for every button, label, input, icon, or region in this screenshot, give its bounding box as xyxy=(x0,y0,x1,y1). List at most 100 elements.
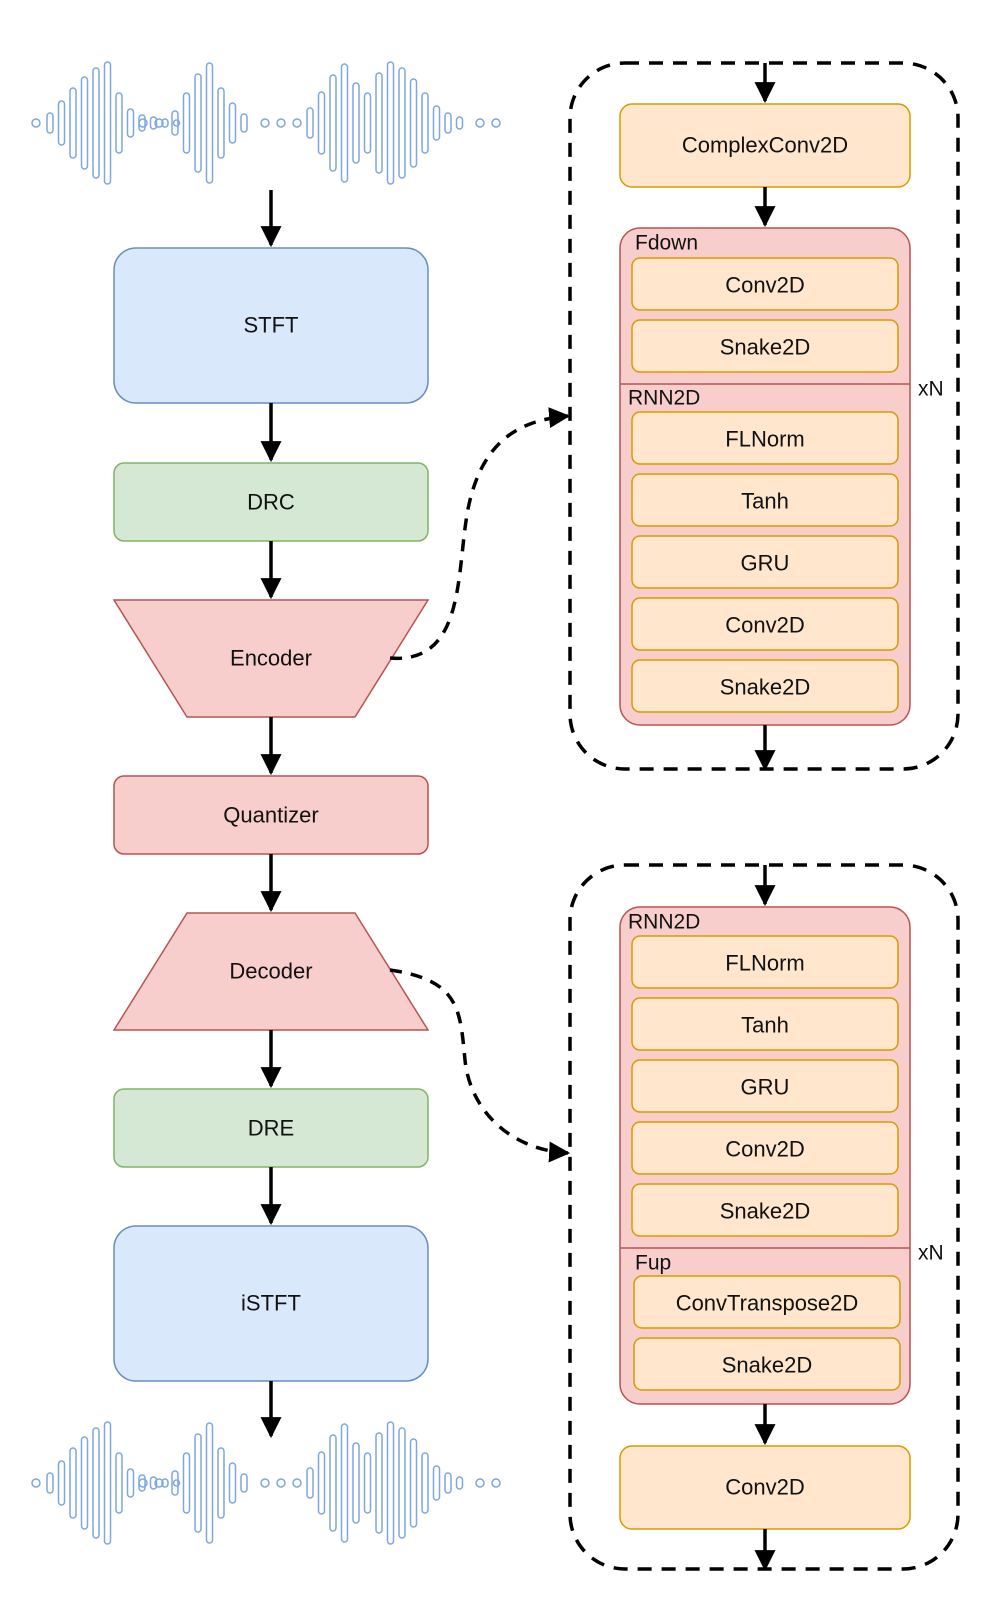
waveform-dot xyxy=(138,1478,148,1488)
waveform-bar xyxy=(432,105,441,141)
waveform-bar xyxy=(409,1438,418,1528)
waveform-bar xyxy=(363,1452,372,1514)
drc-label: DRC xyxy=(247,490,295,515)
layer-label-gru: GRU xyxy=(741,1075,790,1100)
waveform-bar xyxy=(149,1476,158,1490)
waveform-bar xyxy=(161,1478,169,1488)
layer-label-flnorm: FLNorm xyxy=(725,951,804,976)
waveform-bar xyxy=(217,1447,225,1519)
layer-label-tanh: Tanh xyxy=(741,489,789,514)
waveform-bar xyxy=(375,1432,383,1534)
waveform-bar xyxy=(340,1423,349,1543)
waveform-bar xyxy=(149,116,158,130)
layer-label-conv2d: Conv2D xyxy=(725,273,804,298)
layer-block-conv2d: Conv2D xyxy=(631,1121,899,1175)
waveform-bar xyxy=(80,76,89,170)
stft-label: STFT xyxy=(244,313,299,338)
waveform-dot xyxy=(491,1478,501,1488)
layer-block-snake2d: Snake2D xyxy=(631,659,899,713)
waveform-bar xyxy=(421,1452,429,1514)
waveform-bar xyxy=(172,1479,181,1487)
waveform-bar xyxy=(386,1421,395,1545)
waveform-bar xyxy=(92,67,100,179)
waveform-bar xyxy=(409,78,418,168)
quantizer-block: Quantizer xyxy=(113,775,429,855)
waveform-bar xyxy=(138,1474,146,1492)
waveform-dot xyxy=(276,118,286,128)
output-conv2d-label: Conv2D xyxy=(725,1475,804,1500)
waveform-bar xyxy=(306,1467,314,1499)
layer-label-gru: GRU xyxy=(741,551,790,576)
quantizer-label: Quantizer xyxy=(223,803,318,828)
layer-label-flnorm: FLNorm xyxy=(725,427,804,452)
layer-block-gru: GRU xyxy=(631,535,899,589)
waveform-bar xyxy=(228,102,237,144)
waveform-bar xyxy=(398,67,406,179)
waveform-dot xyxy=(292,118,302,128)
layer-block-convtranspose2d: ConvTranspose2D xyxy=(633,1275,901,1329)
waveform-bar xyxy=(126,108,135,138)
waveform-bar xyxy=(57,100,66,146)
layer-label-tanh: Tanh xyxy=(741,1013,789,1038)
encoder-repeat-label: xN xyxy=(918,378,944,401)
layer-label-convtranspose2d: ConvTranspose2D xyxy=(676,1291,859,1316)
layer-block-conv2d: Conv2D xyxy=(631,597,899,651)
fdown-title: Fdown xyxy=(635,232,698,255)
decoder-detail-connector xyxy=(389,968,571,1163)
fup-title: Fup xyxy=(635,1252,671,1275)
waveform-bar xyxy=(171,1470,179,1496)
waveform-dot xyxy=(491,118,501,128)
waveform-bar xyxy=(126,1468,135,1498)
waveform-bar xyxy=(329,1434,337,1532)
waveform-bar xyxy=(69,87,77,159)
waveform-bar xyxy=(375,72,383,174)
waveform-bar xyxy=(240,113,248,133)
waveform-bar xyxy=(46,1472,54,1494)
decoder-label: Decoder xyxy=(229,959,312,984)
waveform-bar xyxy=(352,1442,360,1524)
waveform-bar xyxy=(171,110,179,136)
waveform-bar xyxy=(455,116,464,130)
waveform-dot xyxy=(31,1478,41,1488)
fdown-layer-list: Conv2D Snake2D xyxy=(631,257,899,373)
waveform-dot xyxy=(475,1478,485,1488)
layer-block-tanh: Tanh xyxy=(631,473,899,527)
layer-block-tanh: Tanh xyxy=(631,997,899,1051)
layer-block-flnorm: FLNorm xyxy=(631,411,899,465)
layer-label-snake2d: Snake2D xyxy=(722,1353,813,1378)
waveform-dot xyxy=(292,1478,302,1488)
waveform-bar xyxy=(194,1433,202,1533)
encoder-rnn2d-title: RNN2D xyxy=(628,387,700,410)
waveform-bar xyxy=(115,1452,123,1514)
waveform-bar xyxy=(80,1436,89,1530)
waveform-bar xyxy=(92,1427,100,1539)
waveform-bar xyxy=(317,1451,326,1515)
waveform-bar xyxy=(352,82,360,164)
waveform-bar xyxy=(103,61,112,185)
waveform-bar xyxy=(46,112,54,134)
waveform-bar xyxy=(363,92,372,154)
waveform-dot xyxy=(260,118,270,128)
layer-block-snake2d: Snake2D xyxy=(631,319,899,373)
waveform-bar xyxy=(182,92,191,154)
waveform-dot xyxy=(260,1478,270,1488)
decoder-block: Decoder xyxy=(112,912,430,1031)
layer-block-snake2d: Snake2D xyxy=(633,1337,901,1391)
waveform-bar xyxy=(103,1421,112,1545)
layer-label-conv2d: Conv2D xyxy=(725,1137,804,1162)
waveform-bar xyxy=(228,1462,237,1504)
input-waveform-icon xyxy=(31,61,501,185)
complexconv2d-block: ComplexConv2D xyxy=(619,103,911,188)
waveform-bar xyxy=(172,119,181,127)
output-waveform-icon xyxy=(31,1421,501,1545)
waveform-bar xyxy=(240,1473,248,1493)
encoder-label: Encoder xyxy=(230,646,312,671)
decoder-repeat-label: xN xyxy=(918,1242,944,1265)
waveform-bar xyxy=(161,118,169,128)
waveform-bar xyxy=(138,114,146,132)
